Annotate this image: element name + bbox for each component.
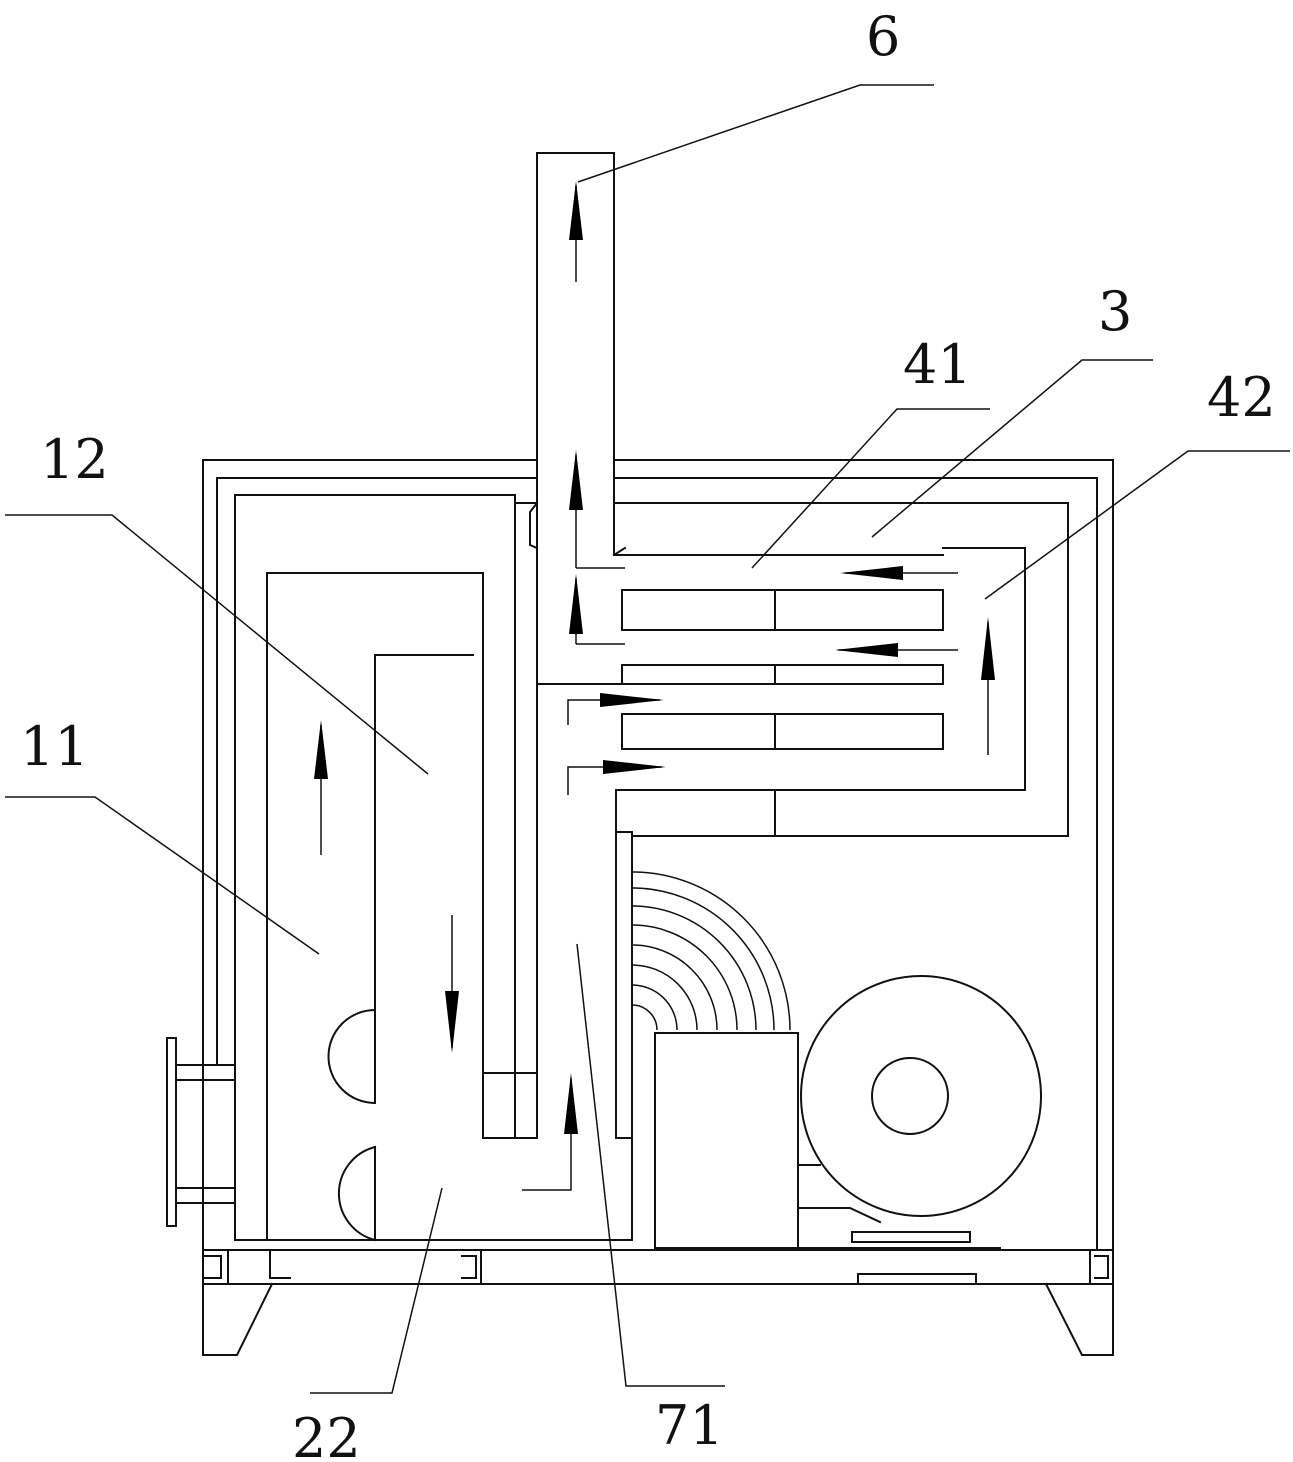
label-12: 12	[40, 428, 109, 491]
label-22: 22	[292, 1407, 361, 1462]
label-3: 3	[1098, 280, 1132, 343]
burner-assembly	[632, 872, 798, 1248]
base-frame	[203, 1250, 1113, 1355]
side-inlet-flange	[167, 1038, 235, 1226]
label-41: 41	[903, 333, 972, 396]
outer-housing	[203, 460, 1113, 1355]
fan	[798, 976, 1041, 1248]
reference-labels: 6 3 41 42 12 11 22 71	[20, 5, 1276, 1462]
label-42: 42	[1207, 366, 1276, 429]
label-11: 11	[20, 715, 89, 778]
label-71: 71	[655, 1394, 724, 1457]
label-6: 6	[866, 5, 900, 68]
